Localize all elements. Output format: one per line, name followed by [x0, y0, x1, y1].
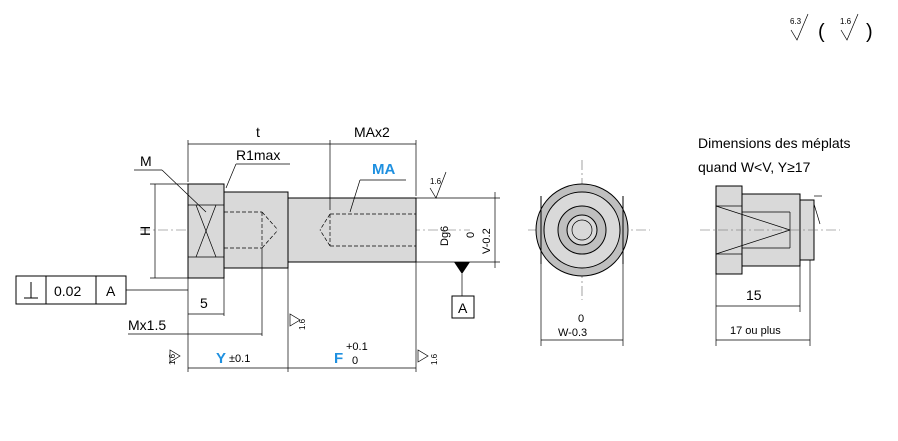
roughness-paren-close: ): [866, 21, 873, 43]
dim-5: 5: [200, 295, 208, 311]
roughness-general-icon: [790, 13, 809, 41]
label-ma: MA: [372, 161, 395, 178]
roughness-right-icon: [417, 349, 429, 363]
dv-dimensions: Dg6 0 V-0.2 1.6 A: [416, 171, 500, 319]
flats-title-1: Dimensions des méplats: [698, 135, 851, 151]
label-r1max: R1max: [236, 147, 280, 163]
roughness-general-value: 6.3: [790, 17, 802, 26]
dim-v-upper: 0: [465, 232, 477, 238]
dim-y-tol: ±0.1: [229, 353, 250, 365]
dim-y: Y: [216, 350, 226, 367]
pilot: [287, 197, 417, 263]
bottom-dimensions: 5 Mx1.5 Y ±0.1 F +0.1 0 1.6 1.6 1.6: [128, 248, 439, 372]
label-m: M: [140, 153, 152, 169]
datum-label: A: [458, 300, 468, 316]
roughness-secondary-value: 1.6: [840, 17, 852, 26]
front-view: 0 W-0.3: [528, 160, 650, 346]
datum-triangle: [454, 262, 470, 274]
dim-f-tol-upper: +0.1: [346, 341, 368, 353]
roughness-f-icon: [289, 313, 301, 327]
shank: [223, 191, 289, 269]
perp-value: 0.02: [54, 283, 81, 299]
roughness-header: 6.3 ( 1.6 ): [790, 13, 873, 43]
dim-dg6: Dg6: [439, 226, 451, 246]
dim-t: t: [256, 124, 260, 140]
dim-mx1-5: Mx1.5: [128, 317, 166, 333]
roughness-dv-icon: [429, 171, 447, 199]
dim-v-lower: V-0.2: [481, 228, 493, 254]
dim-17: 17 ou plus: [730, 325, 781, 337]
perpendicular-icon: [24, 282, 38, 299]
roughness-y: 1.6: [168, 353, 177, 365]
dim-max2: MAx2: [354, 124, 390, 140]
perp-ref: A: [106, 283, 116, 299]
dim-f: F: [334, 350, 343, 367]
roughness-f: 1.6: [298, 318, 307, 330]
roughness-paren-open: (: [818, 21, 825, 43]
dim-w-lower: W-0.3: [558, 327, 587, 339]
dim-h: H: [137, 226, 153, 236]
top-dimensions: t MAx2 R1max M MA: [134, 124, 417, 213]
roughness-secondary-icon: [840, 13, 859, 41]
dim-15: 15: [746, 287, 762, 303]
flats-title-2: quand W<V, Y≥17: [698, 159, 811, 175]
dim-w-upper: 0: [578, 313, 584, 325]
roughness-dv: 1.6: [430, 177, 442, 186]
side-view: [140, 183, 470, 279]
dim-f-tol-lower: 0: [352, 355, 358, 367]
roughness-right: 1.6: [430, 353, 439, 365]
h-dimension: H: [137, 183, 188, 279]
datum-box: [451, 295, 475, 319]
perpendicularity-frame: 0.02 A: [15, 275, 188, 305]
flats-view: Dimensions des méplats quand W<V, Y≥17 1…: [698, 135, 851, 346]
roughness-y-icon: [169, 349, 181, 363]
